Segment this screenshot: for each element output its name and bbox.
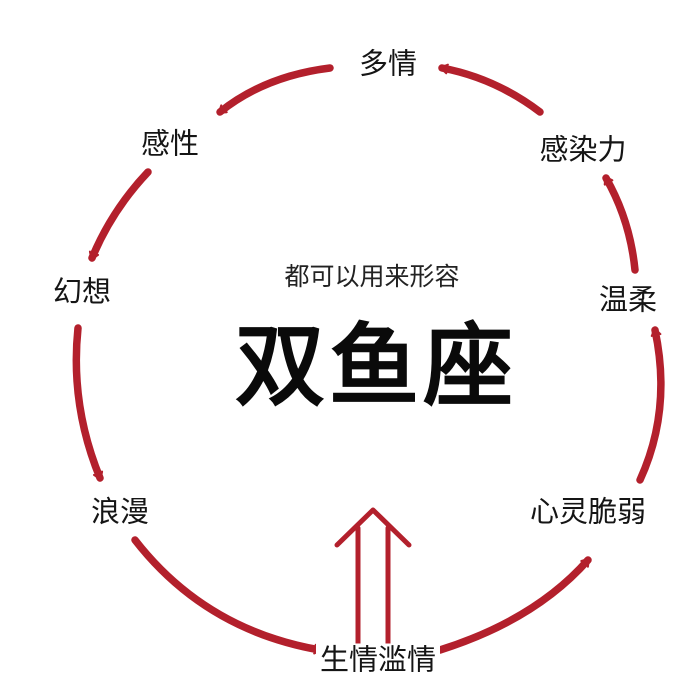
center-up-arrow bbox=[334, 507, 412, 651]
subtitle: 都可以用来形容 bbox=[284, 262, 460, 291]
node-ganranli: 感染力 bbox=[535, 133, 631, 167]
arrow-ganranli-to-duoqing bbox=[438, 63, 544, 116]
node-duoqing: 多情 bbox=[354, 47, 422, 81]
title: 双鱼座 bbox=[235, 314, 517, 419]
node-wenrou: 温柔 bbox=[594, 283, 662, 317]
arrow-shengqing-to-xinling bbox=[436, 556, 592, 654]
arrow-langman-to-shengqing bbox=[131, 536, 324, 655]
node-xinling-cuiruo: 心灵脆弱 bbox=[525, 495, 651, 529]
arrow-wenrou-to-ganranli bbox=[602, 174, 639, 274]
node-huanxiang: 幻想 bbox=[48, 275, 116, 309]
node-ganxing: 感性 bbox=[136, 127, 204, 161]
node-shengqing-lanqing: 生情滥情 bbox=[315, 643, 441, 677]
arrow-duoqing-to-ganxing bbox=[216, 64, 334, 116]
node-langman: 浪漫 bbox=[86, 495, 154, 529]
arrow-ganxing-to-huanxiang bbox=[88, 168, 152, 262]
arrow-xinling-to-wenrou bbox=[636, 326, 665, 484]
arrow-huanxiang-to-langman bbox=[72, 324, 104, 482]
